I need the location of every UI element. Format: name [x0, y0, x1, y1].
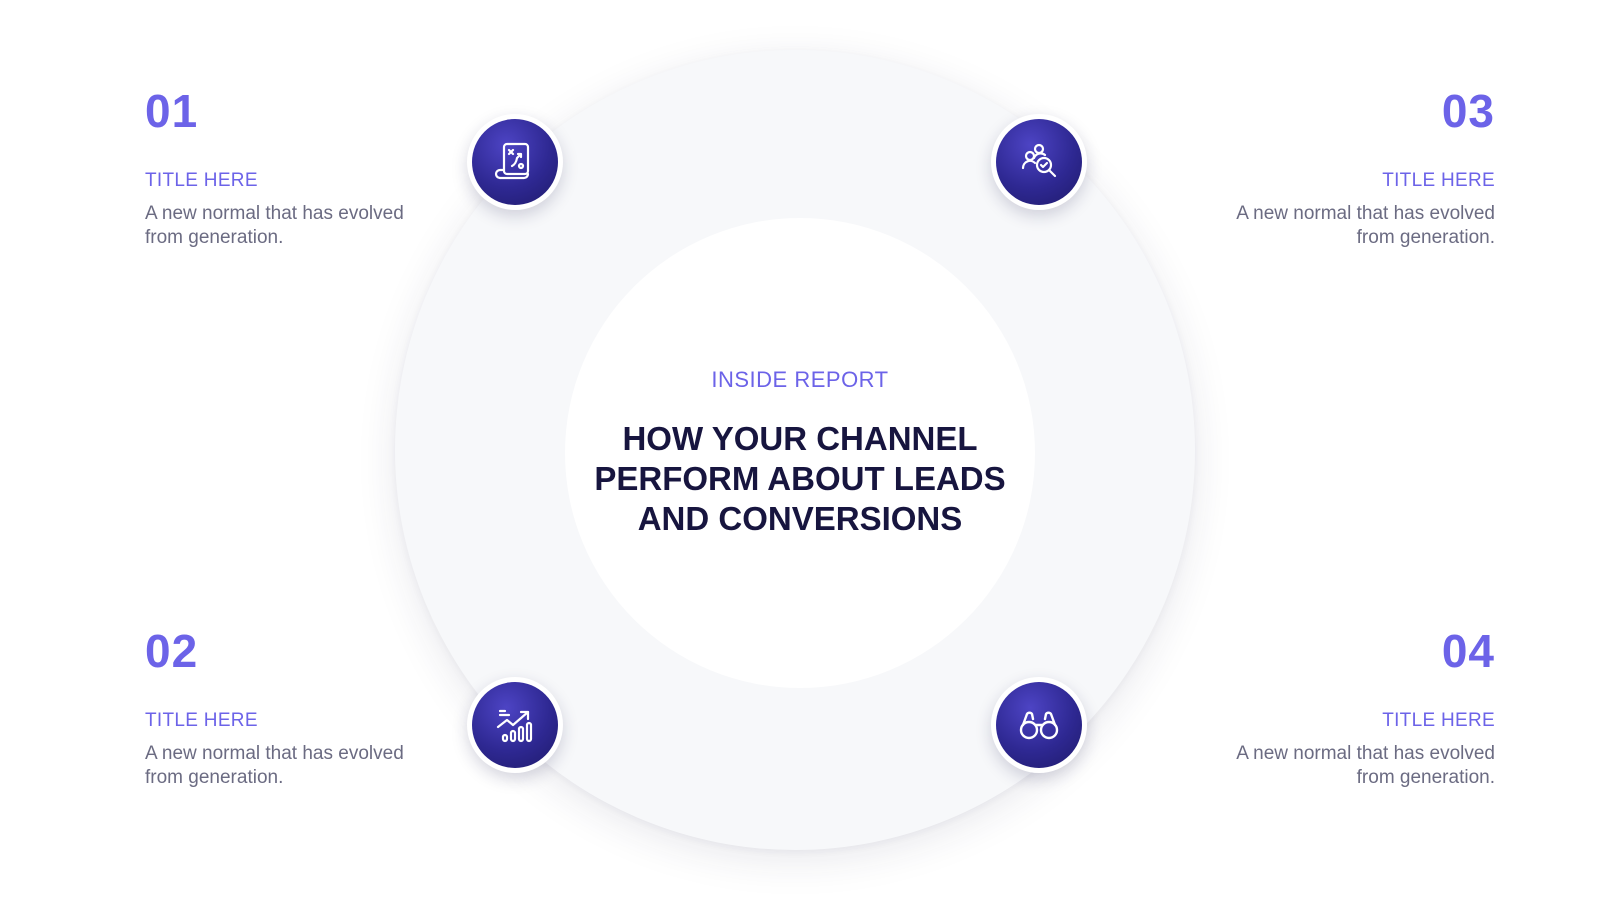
audience-search-icon	[1021, 143, 1057, 178]
badge-disc	[472, 682, 558, 768]
item-number: 02	[145, 625, 199, 677]
item-title: TITLE HERE	[1382, 170, 1495, 191]
item-description: A new normal that has evolved from gener…	[1236, 743, 1495, 788]
badge-03	[991, 114, 1087, 210]
item-number: 04	[1441, 625, 1495, 677]
badge-02	[467, 677, 563, 773]
headline: HOW YOUR CHANNEL PERFORM ABOUT LEADS AND…	[594, 420, 1006, 537]
binoculars-icon	[1019, 711, 1059, 740]
badge-04	[991, 677, 1087, 773]
item-title: TITLE HERE	[1382, 710, 1495, 731]
item-03: 03 TITLE HERE A new normal that has evol…	[1195, 86, 1495, 250]
item-title: TITLE HERE	[145, 710, 258, 731]
inner-circle	[565, 218, 1035, 688]
item-04: 04 TITLE HERE A new normal that has evol…	[1195, 626, 1495, 790]
growth-chart-icon	[496, 709, 533, 743]
badge-disc	[996, 682, 1082, 768]
badge-01	[467, 114, 563, 210]
center-title-block: INSIDE REPORT HOW YOUR CHANNEL PERFORM A…	[565, 218, 1035, 688]
item-01: 01 TITLE HERE A new normal that has evol…	[145, 86, 445, 250]
badge-disc	[996, 119, 1082, 205]
item-description: A new normal that has evolved from gener…	[145, 203, 404, 248]
item-number: 01	[145, 85, 199, 137]
item-number: 03	[1441, 85, 1495, 137]
item-title: TITLE HERE	[145, 170, 258, 191]
item-description: A new normal that has evolved from gener…	[145, 743, 404, 788]
badge-disc	[472, 119, 558, 205]
item-description: A new normal that has evolved from gener…	[1236, 203, 1495, 248]
strategy-map-icon	[494, 142, 530, 180]
eyebrow-label: INSIDE REPORT	[711, 367, 889, 392]
item-02: 02 TITLE HERE A new normal that has evol…	[145, 626, 445, 790]
